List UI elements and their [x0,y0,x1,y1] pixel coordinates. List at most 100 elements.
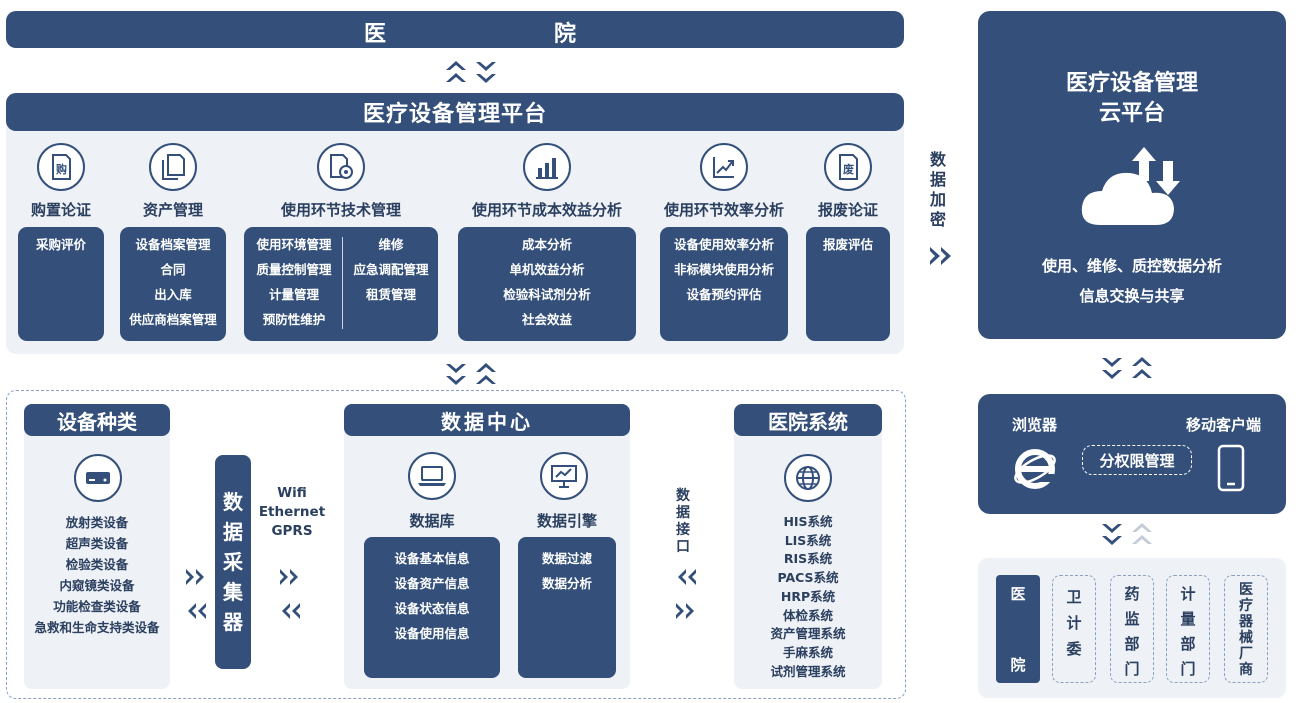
cloud-sync-icon [1081,147,1180,225]
hospital-system-item: PACS系统 [777,570,839,586]
module-tech-header: 使用环节技术管理 [244,143,438,220]
device-icon [74,454,122,502]
module-scrap-box: 报废评估 [806,227,890,341]
equipment-item: 检验类设备 [65,557,129,572]
module-tech-item: 应急调配管理 [353,262,429,277]
data-interface-label: 数 据 接 口 [676,488,690,555]
hospital-header-right: 院 [554,22,577,47]
browser-icon [1014,449,1056,489]
sync-arrows-middle [444,360,498,388]
double-chevron-up-icon [1132,523,1152,544]
platform-title: 医疗设备管理平台 [362,102,547,127]
module-cost-header: 使用环节成本效益分析 [458,143,636,220]
database-box: 设备基本信息 设备资产信息 设备状态信息 设备使用信息 [364,537,500,678]
hospital-systems-title: 医院系统 [768,409,848,434]
org-device-manufacturer: 医 疗 器 械 厂 商 [1224,575,1268,683]
data-center-title: 数据中心 [441,409,533,434]
double-chevron-down-icon [1102,524,1122,545]
module-asset-header: 资产管理 [120,143,226,220]
module-tech-label: 使用环节技术管理 [280,201,401,219]
equipment-item: 功能检查类设备 [53,599,141,614]
sync-arrows-cloud [1100,354,1154,382]
module-tech-item: 租赁管理 [365,287,416,302]
module-asset-item: 设备档案管理 [135,237,211,252]
hospital-header-bar: 医 院 [6,11,904,48]
equipment-item: 急救和生命支持类设备 [34,620,160,635]
hospital-systems-panel [734,404,882,689]
sync-arrows-access [1100,520,1154,548]
equipment-list: 放射类设备 超声类设备 检验类设备 内窥镜类设备 功能检查类设备 急救和生命支持… [24,512,170,638]
equipment-title: 设备种类 [57,409,137,434]
module-efficiency-label: 使用环节效率分析 [663,201,784,219]
data-engine-item: 数据过滤 [541,551,592,566]
module-cost-label: 使用环节成本效益分析 [471,201,622,219]
mobile-phone-icon [1217,444,1245,492]
double-chevron-up-icon [446,61,466,82]
data-center-title-bar: 数据中心 [344,404,630,436]
equipment-panel [24,404,170,689]
org-metrology-department: 计 量 部 门 [1166,575,1210,683]
equipment-item: 放射类设备 [65,515,129,530]
hospital-system-item: LIS系统 [784,532,832,548]
module-cost-item: 单机效益分析 [509,262,585,277]
laptop-icon [408,452,456,500]
hospital-header-left: 医 [364,22,387,47]
network-type: GPRS [271,523,313,539]
double-chevron-left-icon [678,569,696,585]
database-item: 设备基本信息 [394,551,470,566]
mobile-client-label: 移动客户端 [1186,416,1262,434]
data-encryption-label: 数 据 加 密 [930,150,947,229]
double-chevron-up-icon [476,363,496,384]
module-tech-item: 使用环境管理 [256,237,332,252]
module-purchase-header: 购 购置论证 [18,143,104,220]
presentation-chart-icon [540,452,588,500]
module-tech-item: 质量控制管理 [256,262,332,277]
module-efficiency-box: 设备使用效率分析 非标模块使用分析 设备预约评估 [660,227,788,341]
database-label: 数据库 [409,512,455,530]
data-engine-label: 数据引擎 [536,512,597,530]
double-chevron-left-icon [188,603,206,619]
module-tech-item: 计量管理 [268,287,319,302]
database-item: 设备状态信息 [394,601,470,616]
equipment-item: 超声类设备 [65,536,129,551]
cloud-title-line1: 医疗设备管理 [1065,71,1198,96]
module-asset-item: 出入库 [154,287,192,302]
permission-management-label: 分权限管理 [1099,451,1175,470]
bar-chart-icon [523,143,571,191]
hospital-system-item: 体检系统 [782,607,833,623]
module-asset-item: 合同 [160,262,186,277]
browser-label: 浏览器 [1012,416,1058,434]
module-asset-item: 供应商档案管理 [129,312,217,327]
double-chevron-down-icon [446,364,466,385]
data-engine-item: 数据分析 [541,576,592,591]
double-chevron-right-icon [280,569,298,585]
equipment-item: 内窥镜类设备 [59,578,135,593]
module-purchase-item: 采购评价 [35,237,86,252]
hospital-system-item: HRP系统 [780,588,836,604]
double-chevron-right-icon [186,569,204,585]
equipment-title-bar: 设备种类 [24,404,170,436]
hospital-system-item: RIS系统 [783,551,833,567]
module-efficiency-item: 设备预约评估 [686,287,762,302]
settings-document-icon [317,143,365,191]
module-scrap-label: 报废论证 [817,201,878,219]
module-cost-item: 检验科试剂分析 [503,287,591,302]
module-scrap-item: 报废评估 [822,237,873,252]
hospital-system-item: 试剂管理系统 [770,663,846,679]
globe-icon [784,454,832,502]
platform-title-bar: 医疗设备管理平台 [6,93,904,131]
hospital-systems-title-bar: 医院系统 [734,404,882,436]
scrap-icon: 废 [824,143,872,191]
module-tech-box: 使用环境管理 质量控制管理 计量管理 预防性维护 维修 应急调配管理 租赁管理 [244,227,438,341]
database-item: 设备使用信息 [394,626,470,641]
permission-management-box: 分权限管理 [1082,445,1192,475]
module-cost-item: 成本分析 [521,237,572,252]
module-purchase-label: 购置论证 [30,201,91,219]
data-layer-container [6,390,906,699]
module-asset-box: 设备档案管理 合同 出入库 供应商档案管理 [120,227,226,341]
cloud-title-line2: 云平台 [1098,101,1165,126]
module-cost-item: 社会效益 [521,312,572,327]
org-hospital: 医 院 [996,575,1040,683]
purchase-icon: 购 [37,143,85,191]
double-chevron-down-icon [1102,358,1122,379]
